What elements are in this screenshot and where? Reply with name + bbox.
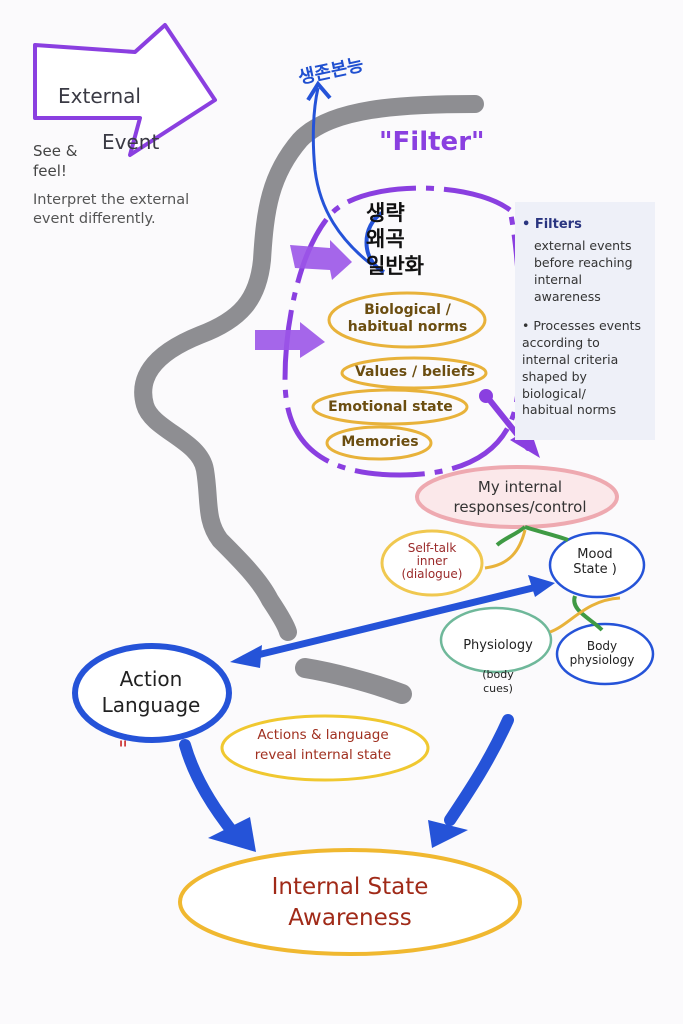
filter-input-arrow-1: [290, 240, 352, 280]
reveal-oval: [220, 714, 430, 782]
arrowhead-right: [528, 575, 555, 597]
filter-output-dot: [479, 389, 493, 403]
survival-arrow-head: [306, 80, 332, 102]
filter-item-oval-2: [340, 356, 488, 390]
mood-oval: [548, 531, 646, 599]
action-language-circle: [72, 643, 232, 743]
korean-bracket: [364, 211, 386, 274]
external-event-arrow: [33, 23, 217, 157]
arrowhead-awareness-right: [428, 820, 468, 848]
gold-connector-2: [549, 596, 621, 634]
external-event-line1: External: [58, 84, 141, 108]
right-to-awareness-arrow: [444, 714, 514, 826]
self-talk-label: Self-talk inner (dialogue): [401, 541, 463, 582]
physiology-title: Physiology: [463, 638, 533, 654]
filter-item-oval-1: [327, 291, 487, 349]
arrowhead-left: [230, 645, 262, 668]
side-note-bullet1-title: • Filters: [522, 217, 582, 232]
action-mood-double-arrow: [241, 581, 549, 662]
green-connector-1: [495, 525, 527, 547]
side-note-bullet2-text: • Processes events according to internal…: [522, 318, 642, 418]
responses-oval: [415, 465, 619, 529]
filter-item-oval-4: [325, 425, 433, 461]
internal-responses-label: My internal responses/control: [453, 478, 587, 516]
reveal-note: Actions & language reveal internal state: [254, 727, 392, 764]
external-event-line2: Event: [102, 130, 160, 154]
external-event-label: External Event: [58, 62, 159, 177]
see-feel-text: See & feel!: [33, 142, 78, 180]
internal-state-awareness-label: Internal State Awareness: [271, 874, 429, 932]
filter-item-emotional: Emotional state: [328, 399, 453, 415]
physiology-oval: [439, 606, 553, 674]
quote-mark: ": [118, 738, 129, 763]
filter-input-arrow-2: [255, 322, 325, 358]
action-language-label: Action Language: [101, 667, 201, 717]
filter-item-values: Values / beliefs: [354, 364, 475, 380]
head-chin: [295, 658, 412, 704]
physiology-sub: (body cues): [482, 667, 514, 696]
action-to-awareness-arrow: [179, 739, 241, 841]
arrowhead-awareness-left: [208, 817, 256, 852]
interpret-note: Interpret the external event differently…: [33, 192, 190, 227]
filter-title: "Filter": [379, 127, 485, 157]
side-note-box: [515, 202, 655, 440]
mood-state-label: Mood State ): [573, 547, 617, 577]
filter-item-biological: Biological / habitual norms: [347, 302, 468, 335]
body-oval: [555, 622, 655, 686]
head-silhouette: [134, 95, 484, 641]
awareness-oval: [178, 848, 522, 956]
green-connector-3: [572, 595, 604, 632]
survival-arrow: [311, 87, 373, 267]
self-talk-oval: [380, 529, 484, 597]
side-note-bullet1-text: external events before reaching internal…: [534, 238, 633, 304]
filter-item-memories: Memories: [341, 434, 419, 450]
korean-filter-words: 생략 왜곡 일반화: [366, 201, 424, 278]
gold-connector-1: [484, 529, 527, 570]
body-physiology-label: Body physiology: [569, 639, 635, 667]
filter-item-oval-3: [311, 388, 469, 426]
green-connector-2: [524, 525, 569, 542]
physiology-label: Physiology (body cues): [448, 625, 548, 696]
